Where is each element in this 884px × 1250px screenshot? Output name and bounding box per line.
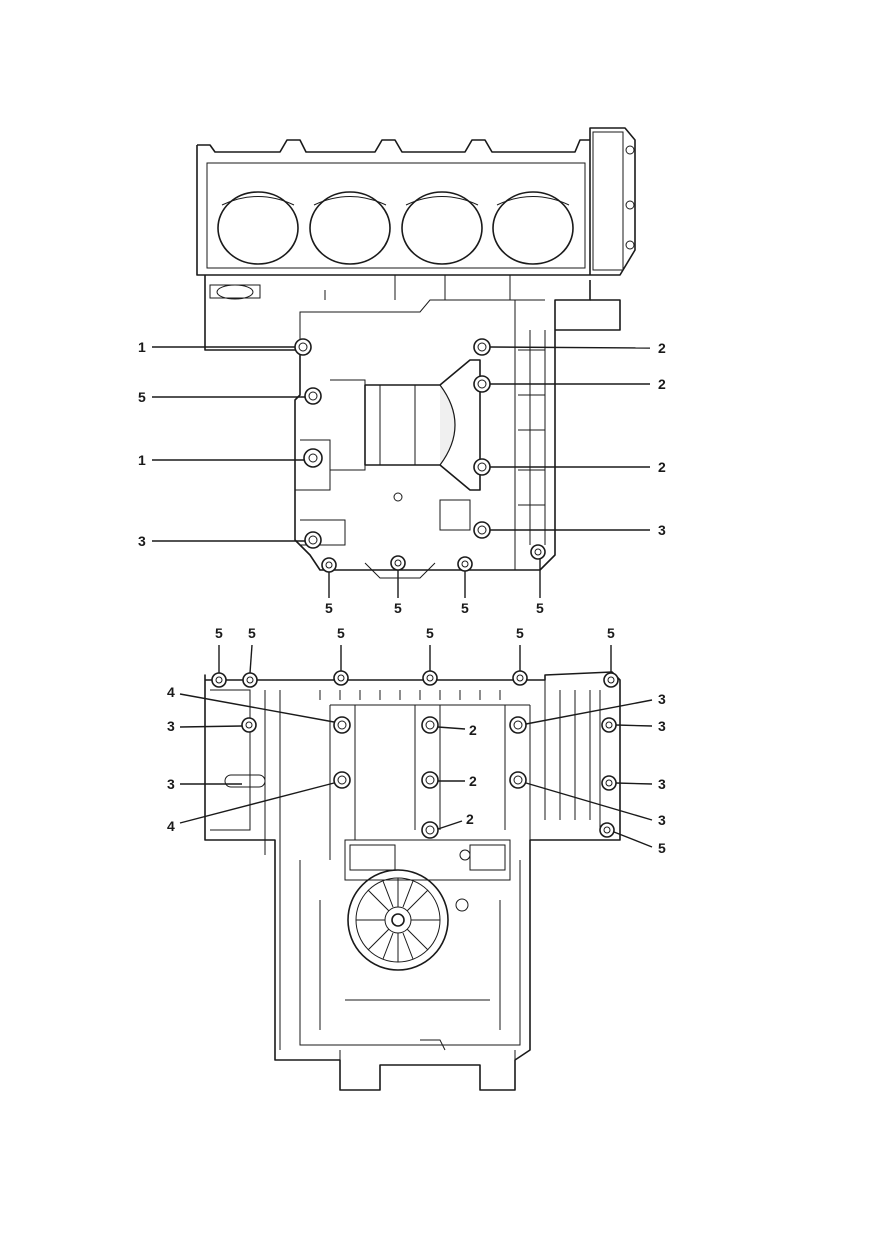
cylinder-block-outline	[196, 127, 636, 276]
lower-bolt-heads	[211, 670, 619, 839]
callout-label: 3	[167, 718, 175, 734]
callout-label: 3	[658, 691, 666, 707]
block-top-edge	[197, 139, 590, 153]
callout-label: 3	[167, 776, 175, 792]
callout-label: 2	[469, 722, 477, 738]
callout-label: 5	[516, 625, 524, 641]
callout-label: 5	[394, 600, 402, 616]
callout-label: 5	[461, 600, 469, 616]
callout-label: 5	[337, 625, 345, 641]
cylinder-bore-3	[401, 191, 483, 265]
upper-crankcase-drawing	[152, 127, 651, 598]
cam-chain-tunnel	[592, 131, 624, 271]
callout-label: 3	[658, 812, 666, 828]
cylinder-bore-4	[492, 191, 574, 265]
callout-label: 2	[658, 459, 666, 475]
callout-label: 2	[658, 376, 666, 392]
lower-case-outline	[204, 671, 621, 1091]
lower-callouts: 5 5 5 5 5 5 4 3 3 4 2 2 2 3 3 3 3 5	[167, 625, 666, 856]
callout-label: 4	[167, 818, 175, 834]
callout-label: 2	[658, 340, 666, 356]
cylinder-deck	[206, 162, 586, 269]
callout-label: 2	[469, 773, 477, 789]
callout-label: 4	[167, 684, 175, 700]
oil-pump-gear	[347, 869, 449, 971]
crank-journal	[364, 359, 481, 491]
callout-label: 5	[138, 389, 146, 405]
cylinder-bore-2	[309, 191, 391, 265]
callout-label: 5	[536, 600, 544, 616]
upper-case-outline	[204, 275, 591, 571]
callout-label: 5	[658, 840, 666, 856]
lower-crankcase-drawing	[179, 644, 653, 1091]
upper-callouts: 1 5 1 3 2 2 2 3 5 5 5 5	[138, 339, 666, 616]
callout-label: 5	[325, 600, 333, 616]
upper-bolt-heads	[294, 338, 546, 573]
callout-label: 1	[138, 452, 146, 468]
callout-label: 3	[658, 718, 666, 734]
cylinder-bore-1	[217, 191, 299, 265]
callout-label: 3	[138, 533, 146, 549]
callout-label: 3	[658, 776, 666, 792]
callout-label: 1	[138, 339, 146, 355]
callout-label: 3	[658, 522, 666, 538]
callout-label: 2	[466, 811, 474, 827]
callout-label: 5	[215, 625, 223, 641]
callout-label: 5	[426, 625, 434, 641]
callout-label: 5	[607, 625, 615, 641]
callout-label: 5	[248, 625, 256, 641]
